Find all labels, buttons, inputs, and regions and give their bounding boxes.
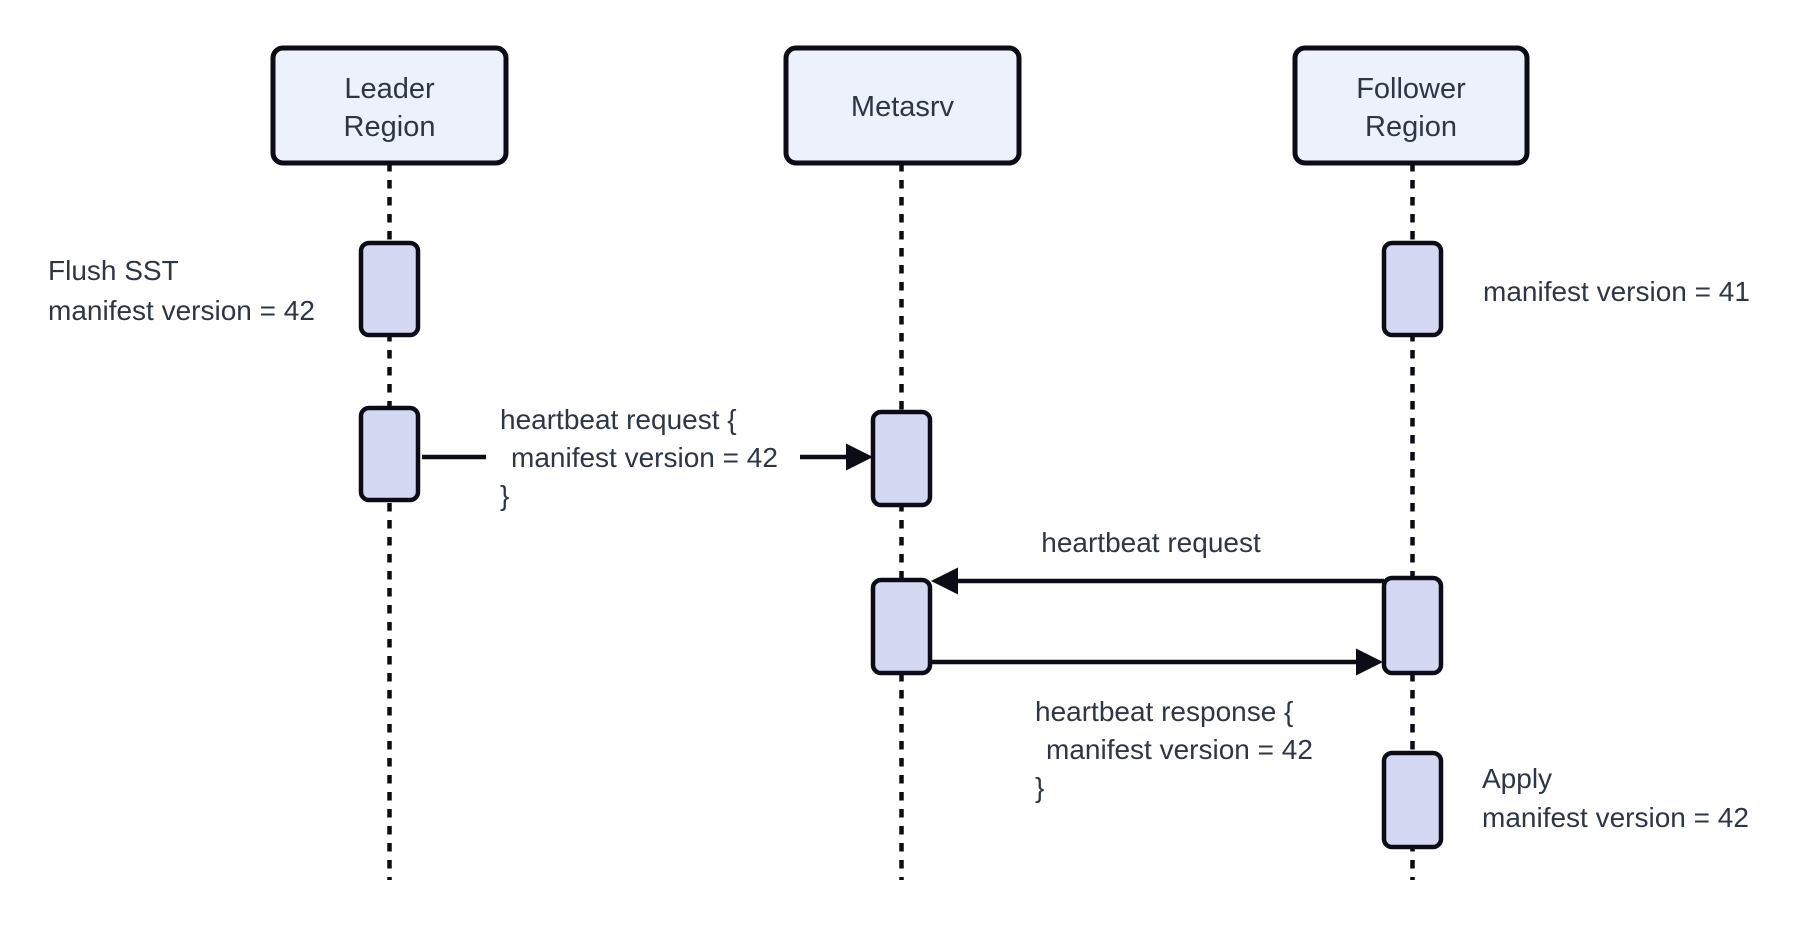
- activation-metasrv-follower-heartbeat: [870, 577, 933, 676]
- activation-leader-heartbeat: [358, 405, 421, 503]
- participant-box-follower-region: [1292, 45, 1530, 166]
- participant-leader-region: Leader Region: [270, 45, 509, 166]
- arrowhead-left-icon: [931, 567, 958, 595]
- arrow-leader-heartbeat-request: heartbeat request { manifest version = 4…: [422, 404, 873, 511]
- participant-label-follower-line1: Follower: [1356, 73, 1466, 105]
- participant-box-leader-region: [270, 45, 509, 166]
- arrow-heartbeat-response: heartbeat response { manifest version = …: [930, 648, 1383, 803]
- arrowhead-right-icon: [1356, 648, 1383, 676]
- message-follower-heartbeat-label: heartbeat request: [1041, 527, 1261, 558]
- participant-label-metasrv: Metasrv: [851, 91, 955, 123]
- note-apply: Apply manifest version = 42: [1482, 763, 1749, 833]
- activation-leader-flush: [358, 240, 421, 338]
- message-heartbeat-response-line2: manifest version = 42: [1046, 734, 1313, 765]
- note-apply-line1: Apply: [1482, 763, 1552, 794]
- participant-label-leader-line1: Leader: [344, 73, 435, 105]
- participant-follower-region: Follower Region: [1292, 45, 1530, 166]
- arrow-follower-heartbeat-request: heartbeat request: [931, 527, 1384, 595]
- message-leader-heartbeat-line2: manifest version = 42: [511, 442, 778, 473]
- message-heartbeat-response-line3: }: [1035, 772, 1044, 803]
- note-flush-sst: Flush SST manifest version = 42: [48, 255, 315, 326]
- participant-label-leader-line2: Region: [344, 111, 436, 143]
- activation-follower-heartbeat: [1381, 575, 1444, 676]
- note-flush-line2: manifest version = 42: [48, 295, 315, 326]
- activation-metasrv-leader-heartbeat: [870, 409, 933, 508]
- note-apply-line2: manifest version = 42: [1482, 802, 1749, 833]
- participant-box-metasrv: [783, 45, 1022, 166]
- activation-follower-initial: [1381, 240, 1444, 338]
- message-leader-heartbeat-line1: heartbeat request {: [500, 404, 737, 435]
- participant-metasrv: Metasrv: [783, 45, 1022, 166]
- note-flush-line1: Flush SST: [48, 255, 179, 286]
- participant-label-follower-line2: Region: [1365, 111, 1457, 143]
- message-heartbeat-response-line1: heartbeat response {: [1035, 696, 1293, 727]
- message-leader-heartbeat-line3: }: [500, 480, 509, 511]
- activation-follower-apply: [1381, 750, 1444, 850]
- note-follower-manifest-version: manifest version = 41: [1483, 276, 1750, 307]
- arrowhead-right-icon: [846, 443, 873, 471]
